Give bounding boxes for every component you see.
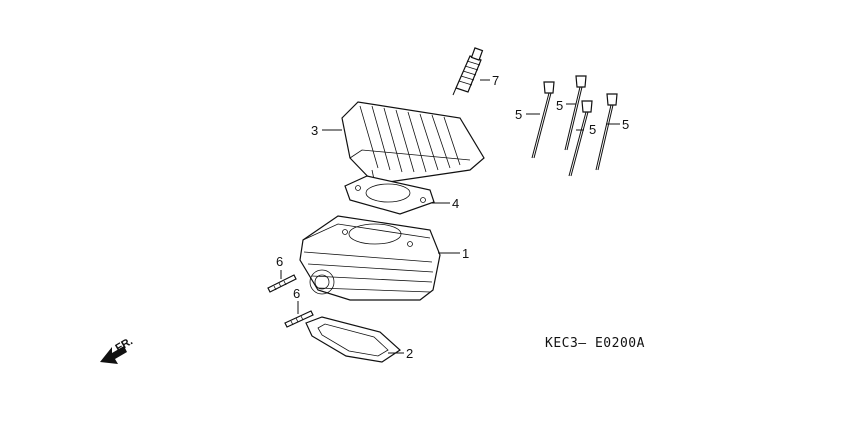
bolt-b [564, 75, 587, 151]
spark-plug [452, 47, 484, 96]
callout-6b: 6 [293, 286, 300, 301]
drawing-code: KEC3— E0200A [545, 336, 645, 351]
front-arrow-icon [100, 346, 127, 364]
callout-3: 3 [311, 123, 318, 138]
cylinder-head [341, 101, 485, 185]
callout-6a: 6 [276, 254, 283, 269]
callout-5a: 5 [515, 107, 522, 122]
front-indicator: FR. [114, 335, 135, 354]
bolt-a [531, 81, 555, 159]
callout-5b: 5 [556, 98, 563, 113]
bolt-d [595, 93, 618, 171]
stud-upper [267, 274, 297, 293]
callout-1: 1 [462, 246, 469, 261]
head-gasket [344, 175, 435, 215]
cylinder [299, 215, 441, 301]
callout-5c: 5 [589, 122, 596, 137]
stud-lower [284, 310, 314, 328]
bolt-c [568, 100, 593, 177]
callout-2: 2 [406, 346, 413, 361]
callout-7: 7 [492, 73, 499, 88]
base-gasket [305, 316, 401, 363]
callout-4: 4 [452, 196, 459, 211]
callout-5d: 5 [622, 117, 629, 132]
